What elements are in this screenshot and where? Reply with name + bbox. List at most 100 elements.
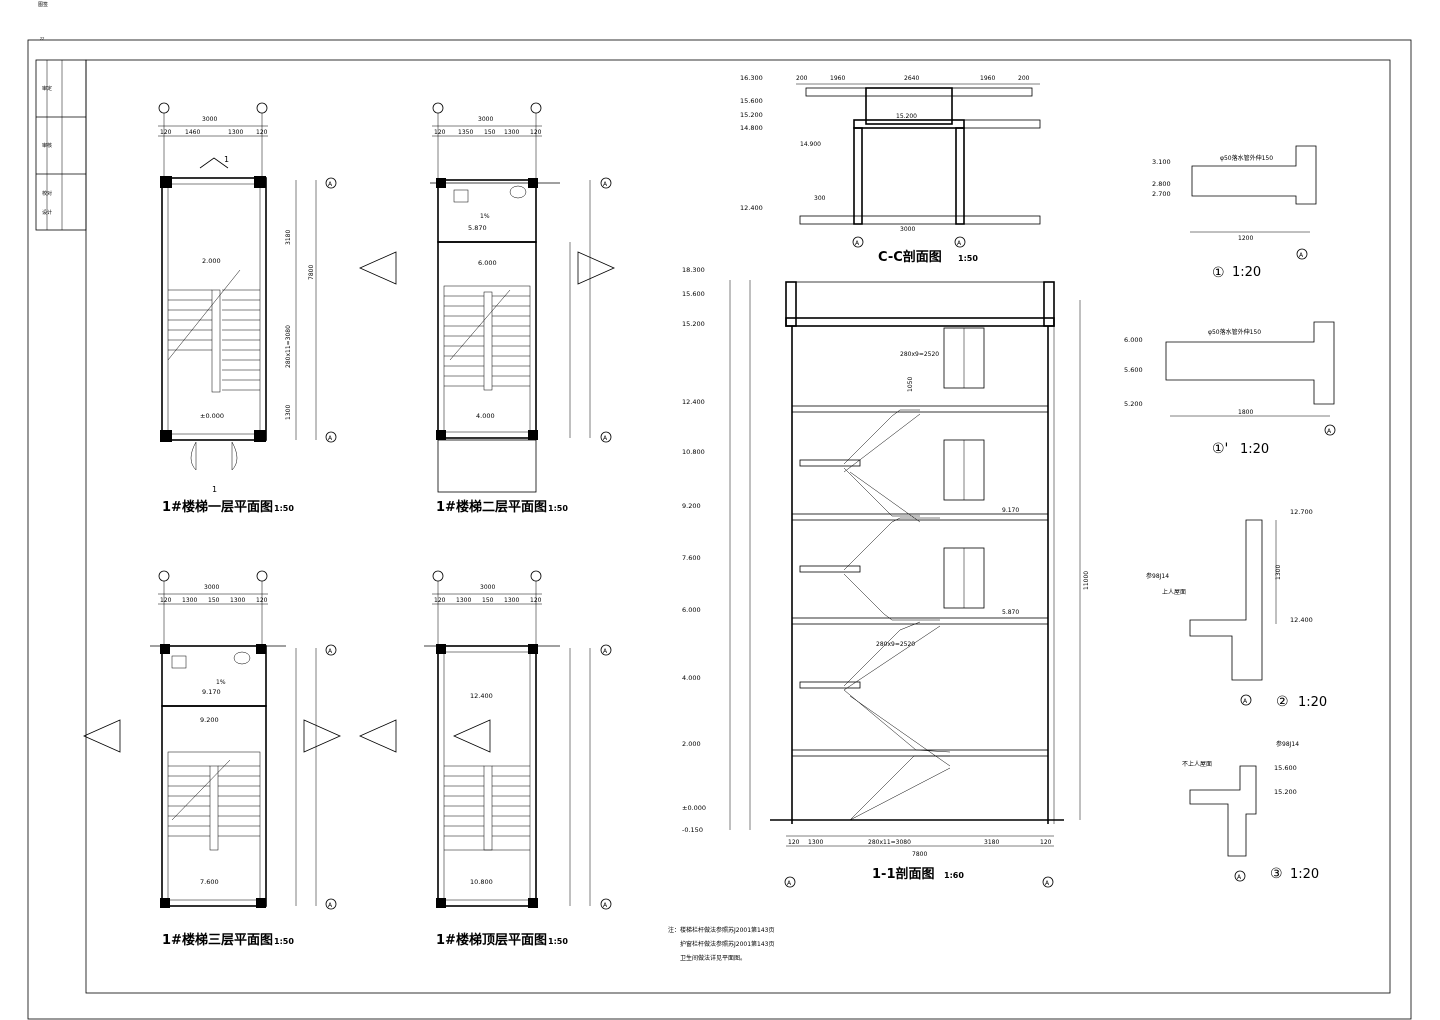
- section-1-1: 18.300 15.600 15.200 12.400 10.800 9.200…: [682, 266, 1090, 888]
- level-label: 5.870: [1002, 609, 1019, 616]
- axis-label: A: [603, 435, 608, 442]
- axis-bubble-a: [325, 431, 337, 443]
- plan-first-title: 1#楼梯一层平面图: [162, 499, 273, 515]
- plan-first-floor: 3000 120 1460 1300 120 1 2.000: [158, 102, 337, 515]
- dim-label: 1300: [808, 839, 823, 846]
- level-label: 6.000: [478, 259, 497, 267]
- detail-note: 上人屋面: [1162, 588, 1186, 596]
- level-label: 6.000: [1124, 336, 1143, 344]
- dim-label: 1460: [185, 129, 200, 136]
- level-label: 18.300: [682, 266, 705, 274]
- level-label: 12.400: [682, 398, 705, 406]
- section-cc: 16.300 15.600 15.200 14.800 12.400 200 1…: [740, 74, 1041, 265]
- dim-label: 300: [814, 195, 826, 202]
- level-label: 15.200: [896, 113, 917, 120]
- dim-label: 3000: [204, 584, 219, 591]
- dim-label: 1350: [458, 129, 473, 136]
- dim-label: 150: [208, 597, 220, 604]
- level-label: 2.700: [1152, 190, 1171, 198]
- level-label: 12.400: [470, 692, 493, 700]
- dim-label: 2640: [904, 75, 919, 82]
- dim-label: 280x9=2520: [876, 641, 915, 648]
- detail-2: 12.700 12.400 参98J14 上人屋面 1300 A ② 1:20: [1146, 508, 1327, 710]
- level-label: 9.170: [202, 688, 221, 696]
- level-label: 12.400: [740, 204, 763, 212]
- outer-border: [27, 39, 1412, 1020]
- dim-label: 3000: [900, 226, 915, 233]
- dim-label: 3000: [478, 116, 493, 123]
- dim-label: 1300: [285, 405, 292, 420]
- detail-label: ③: [1270, 866, 1283, 882]
- detail-1-prime: 6.000 5.600 5.200 φ50落水管外伸150 1800 A ①' …: [1124, 321, 1336, 457]
- level-label: 5.600: [1124, 366, 1143, 374]
- dim-label: 120: [530, 129, 542, 136]
- plan-top-floor: 3000 120 1300 150 1300 120 12.400 10.800: [359, 570, 612, 948]
- level-label: 4.000: [476, 412, 495, 420]
- dim-label: 120: [530, 597, 542, 604]
- detail-1: 3.100 2.800 2.700 φ50落水管外伸150 1200 A ① 1…: [1152, 145, 1317, 281]
- plan-second-floor: 3000 120 1350 150 1300 120 1% 5.870 6.00…: [359, 102, 615, 515]
- plan-third-floor: 3000 120 1300 150 1300 120 1% 9.170 9.20…: [83, 570, 341, 948]
- level-label: 12.700: [1290, 508, 1313, 516]
- dim-label: 7800: [912, 851, 927, 858]
- dim-label: 1300: [1275, 565, 1282, 580]
- level-label: 7.600: [682, 554, 701, 562]
- dim-label: 1960: [980, 75, 995, 82]
- detail-scale: 1:20: [1298, 695, 1327, 710]
- dim-label: 120: [256, 597, 268, 604]
- level-label: 9.200: [682, 502, 701, 510]
- dim-label: 120: [256, 129, 268, 136]
- level-label: 5.870: [468, 224, 487, 232]
- plan-first-dim-total: 3000: [202, 116, 217, 123]
- general-notes: 注：楼梯栏杆做法参照苏J2001第143页 护窗栏杆做法参照苏J2001第143…: [668, 926, 775, 962]
- dim-label: 120: [434, 129, 446, 136]
- axis-label: A: [855, 240, 860, 247]
- dim-label: 3180: [285, 230, 292, 245]
- dim-label: 3180: [984, 839, 999, 846]
- level-label: 2.000: [202, 257, 221, 265]
- dim-label: 150: [482, 597, 494, 604]
- detail-label: ①: [1212, 265, 1225, 281]
- dim-label: 280x9=2520: [900, 351, 939, 358]
- level-label: 12.400: [1290, 616, 1313, 624]
- title-block-4: 设计: [42, 209, 52, 216]
- axis-label: A: [1327, 428, 1332, 435]
- dim-label: 1300: [456, 597, 471, 604]
- plan-second-title: 1#楼梯二层平面图: [436, 499, 547, 515]
- slope-note: 1%: [216, 679, 226, 686]
- level-label: 2.000: [682, 740, 701, 748]
- level-label: 3.100: [1152, 158, 1171, 166]
- note-line: 护窗栏杆做法参照苏J2001第143页: [680, 940, 775, 948]
- level-label: 15.200: [1274, 788, 1297, 796]
- level-label: 16.300: [740, 74, 763, 82]
- dim-label: 120: [160, 129, 172, 136]
- sheet-corner-label: 图签: [38, 1, 48, 8]
- level-label: ±0.000: [682, 804, 706, 812]
- detail-3: 15.600 15.200 参98J14 不上人屋面 A ③ 1:20: [1182, 740, 1319, 882]
- dim-label: 280x11=3080: [285, 325, 292, 368]
- axis-bubble: [256, 102, 268, 114]
- dim-label: 150: [484, 129, 496, 136]
- level-label: 14.800: [740, 124, 763, 132]
- axis-label: A: [1243, 698, 1248, 705]
- level-label: 6.000: [682, 606, 701, 614]
- detail-scale: 1:20: [1290, 867, 1319, 882]
- axis-label: A: [1045, 880, 1050, 887]
- section-cc-title: C-C剖面图: [878, 249, 942, 265]
- stair-flights: [843, 409, 951, 821]
- dim-label: 7800: [308, 265, 315, 280]
- level-label: 15.600: [1274, 764, 1297, 772]
- level-label: 10.800: [682, 448, 705, 456]
- detail-note: 不上人屋面: [1182, 760, 1212, 768]
- axis-label: A: [328, 435, 333, 442]
- level-label: 2.800: [1152, 180, 1171, 188]
- axis-label: A: [603, 902, 608, 909]
- section-11-scale: 1:60: [944, 871, 964, 880]
- detail-label: ①': [1212, 441, 1228, 457]
- axis-label: A: [1299, 252, 1304, 259]
- dim-label: 3000: [480, 584, 495, 591]
- axis-label: A: [328, 902, 333, 909]
- dim-label: 1300: [230, 597, 245, 604]
- level-label: 15.200: [740, 111, 763, 119]
- dim-label: 1200: [1238, 235, 1253, 242]
